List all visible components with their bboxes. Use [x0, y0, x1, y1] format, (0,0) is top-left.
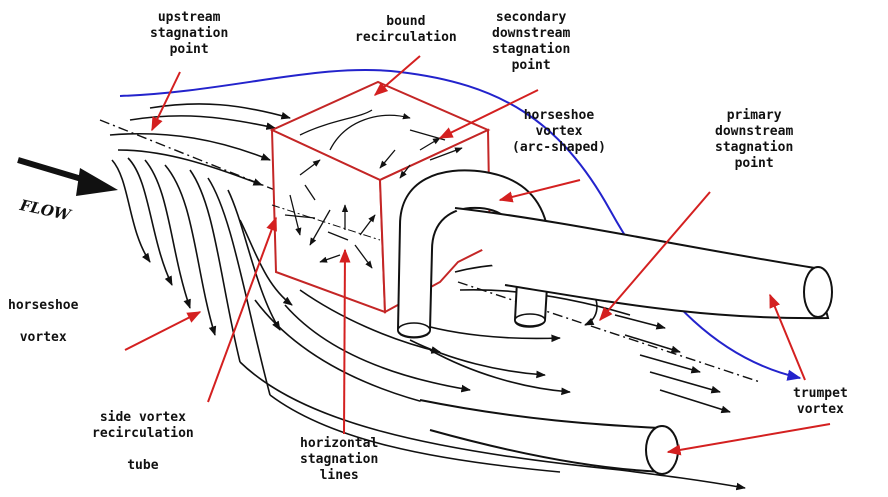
trumpet-vortex-lower — [420, 400, 678, 474]
label-bound-recirculation: bound recirculation — [355, 14, 457, 46]
label-secondary-downstream-stagnation-point: secondary downstream stagnation point — [492, 10, 570, 74]
label-side-vortex-recirculation-tube: side vortex recirculation tube — [92, 410, 194, 474]
label-horseshoe-vortex: horseshoe vortex — [8, 298, 78, 346]
label-trumpet-vortex: trumpet vortex — [793, 386, 848, 418]
label-horizontal-stagnation-lines: horizontal stagnation lines — [300, 436, 378, 484]
flow-arrow — [18, 160, 118, 196]
trumpet-vortex-upper — [455, 208, 832, 318]
label-horseshoe-vortex-arc-shaped: horseshoe vortex (arc-shaped) — [512, 108, 606, 156]
label-upstream-stagnation-point: upstream stagnation point — [150, 10, 228, 58]
label-primary-downstream-stagnation-point: primary downstream stagnation point — [715, 108, 793, 172]
